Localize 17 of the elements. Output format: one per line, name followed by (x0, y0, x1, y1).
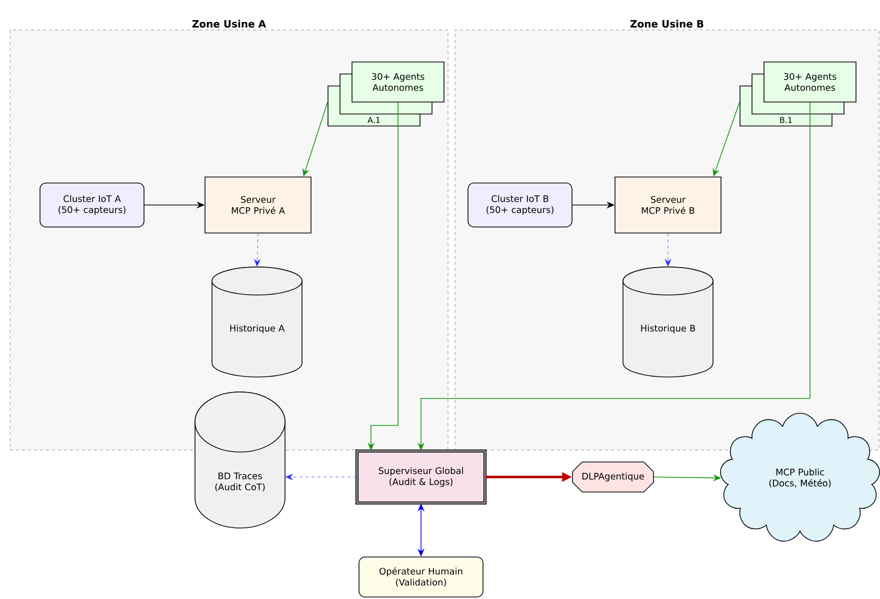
database-cylinder: Historique A (212, 266, 302, 378)
card-label: A.1 (368, 117, 380, 123)
database-cylinder: Historique B (622, 266, 714, 378)
rounded-box: Opérateur Humain (Validation) (358, 556, 484, 598)
arrow (254, 233, 260, 266)
server-box: Serveur MCP Privé B (614, 176, 722, 234)
double-border-box: Superviseur Global (Audit & Logs) (355, 449, 487, 505)
rounded-box: Cluster IoT A (50+ capteurs) (40, 182, 144, 228)
server-box: Serveur MCP Privé A (204, 176, 312, 234)
arrow (664, 233, 672, 266)
octagon-box: DLPAgentique (572, 462, 654, 492)
rounded-box: Cluster IoT B (50+ capteurs) (468, 182, 572, 228)
card-label: B.1 (780, 117, 792, 123)
node-label: Zone Usine B (630, 20, 704, 28)
arrow (286, 474, 357, 480)
node-label: Zone Usine A (192, 20, 266, 28)
database-cylinder: BD Traces (Audit CoT) (194, 392, 286, 528)
